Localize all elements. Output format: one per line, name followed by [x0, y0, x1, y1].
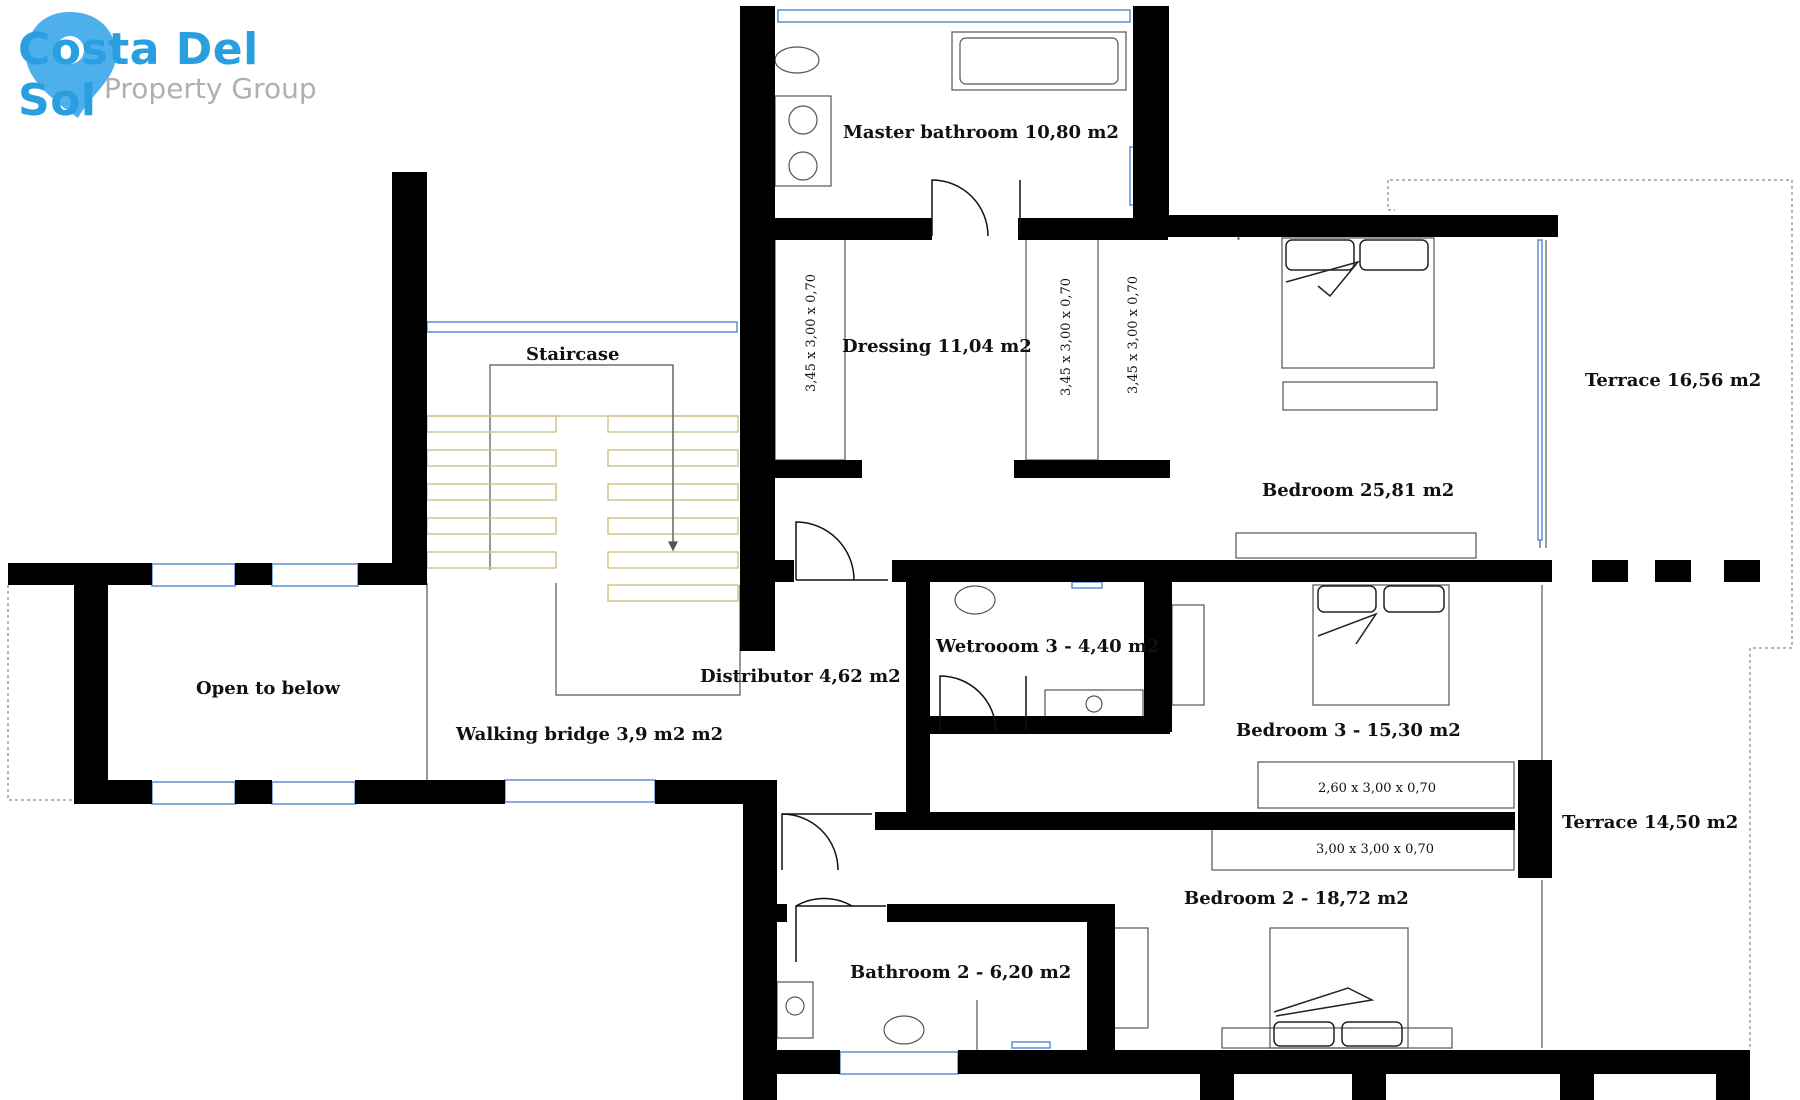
label-staircase: Staircase [526, 344, 620, 365]
label-terrace-2: Terrace 14,50 m2 [1562, 812, 1738, 833]
wardrobe-labels: 3,45 x 3,00 x 0,70 3,45 x 3,00 x 0,70 3,… [804, 274, 1436, 857]
wardrobe-bedroom-3: 2,60 x 3,00 x 0,70 [1318, 781, 1436, 796]
label-wetroom-3: Wetrooom 3 - 4,40 m2 [935, 636, 1160, 657]
label-bathroom-2: Bathroom 2 - 6,20 m2 [850, 962, 1071, 983]
wardrobe-dressing-b: 3,45 x 3,00 x 0,70 [1059, 278, 1074, 396]
label-dressing: Dressing 11,04 m2 [842, 336, 1032, 357]
label-bedroom-2: Bedroom 2 - 18,72 m2 [1184, 888, 1409, 909]
fixture-lines [426, 31, 1547, 1050]
label-distributor: Distributor 4,62 m2 [700, 666, 901, 687]
label-bedroom-3: Bedroom 3 - 15,30 m2 [1236, 720, 1461, 741]
logo-pin-icon [26, 12, 116, 118]
room-labels: Master bathroom 10,80 m2 Dressing 11,04 … [196, 122, 1761, 983]
bed-pillows [1273, 239, 1445, 1047]
walls [8, 6, 1760, 1100]
label-terrace-1: Terrace 16,56 m2 [1585, 370, 1761, 391]
company-logo: Costa Del Sol Property Group [8, 10, 338, 126]
label-master-bathroom: Master bathroom 10,80 m2 [843, 122, 1119, 143]
wardrobe-bedroom-2: 3,00 x 3,00 x 0,70 [1316, 842, 1434, 857]
logo-title: Costa Del Sol [18, 24, 259, 126]
label-bedroom: Bedroom 25,81 m2 [1262, 480, 1454, 501]
doors [781, 179, 1027, 962]
wardrobe-dressing-c: 3,45 x 3,00 x 0,70 [1126, 276, 1141, 394]
windows [151, 9, 1543, 1075]
terrace-outlines [7, 179, 1793, 1048]
label-walking-bridge: Walking bridge 3,9 m2 m2 [455, 724, 723, 745]
stair-treads [426, 415, 739, 602]
wardrobe-dressing-a: 3,45 x 3,00 x 0,70 [804, 274, 819, 392]
logo-subtitle: Property Group [104, 72, 317, 105]
label-open-to-below: Open to below [196, 678, 341, 699]
stair-arrow-icon [668, 365, 678, 552]
